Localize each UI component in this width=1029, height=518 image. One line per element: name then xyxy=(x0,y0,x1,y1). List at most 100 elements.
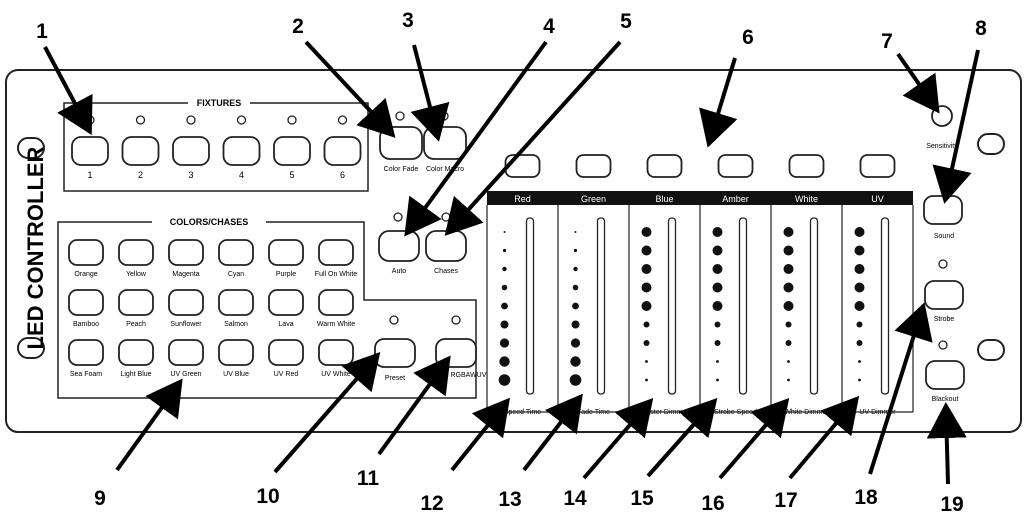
channel-button-blue[interactable] xyxy=(646,154,683,178)
fader-scale-dot xyxy=(712,282,723,293)
fixture-label-1: 1 xyxy=(87,170,92,180)
fixture-button-1[interactable] xyxy=(71,136,109,166)
fader-scale-dot xyxy=(574,231,577,233)
strobe-label: Strobe xyxy=(934,316,955,323)
color-button-purple[interactable] xyxy=(268,239,304,266)
rack-slot-right-top xyxy=(977,133,1005,155)
fader-scale-dot xyxy=(783,264,794,274)
callout-arrow-12 xyxy=(450,397,511,472)
color-button-light-blue[interactable] xyxy=(118,339,154,366)
manual-button[interactable] xyxy=(435,338,477,368)
fader-scale-dot xyxy=(712,227,723,237)
color-button-salmon[interactable] xyxy=(218,289,254,316)
callout-number-1: 1 xyxy=(36,20,48,43)
fader-scale-dot xyxy=(502,248,507,253)
color-button-peach[interactable] xyxy=(118,289,154,316)
fader-track-5[interactable] xyxy=(809,217,819,395)
color-button-orange[interactable] xyxy=(68,239,104,266)
color-fade-button[interactable] xyxy=(379,126,423,160)
callout-arrow-8 xyxy=(932,49,980,204)
strobe-group: Strobe xyxy=(924,259,964,323)
callout-arrow-15 xyxy=(646,398,718,478)
fixture-led-2 xyxy=(135,115,146,125)
chases-button[interactable] xyxy=(425,230,467,262)
fader-scale-dot xyxy=(645,378,648,382)
color-button-magenta[interactable] xyxy=(168,239,204,266)
fixture-label-2: 2 xyxy=(138,170,143,180)
auto-button[interactable] xyxy=(378,230,420,262)
channel-button-white[interactable] xyxy=(788,154,825,178)
blackout-group: Blackout xyxy=(925,340,965,403)
callout-number-2: 2 xyxy=(292,15,304,38)
fixture-button-4[interactable] xyxy=(222,136,261,166)
callout-number-17: 17 xyxy=(774,489,797,512)
fader-track-1[interactable] xyxy=(525,217,535,395)
color-button-yellow[interactable] xyxy=(118,239,154,266)
sound-led xyxy=(938,178,948,188)
preset-button[interactable] xyxy=(374,338,416,368)
color-button-sunflower[interactable] xyxy=(168,289,204,316)
color-label-magenta: Magenta xyxy=(172,271,199,278)
fader-scale-dot xyxy=(712,301,723,311)
callout-number-9: 9 xyxy=(94,487,106,510)
sound-label: Sound xyxy=(934,233,954,240)
fader-track-3[interactable] xyxy=(667,217,677,395)
fixture-button-3[interactable] xyxy=(172,136,210,166)
fixture-button-6[interactable] xyxy=(323,136,362,166)
fader-track-2[interactable] xyxy=(596,217,606,395)
callout-numbers: 1 2 3 4 5 6 7 8 9 10 11 12 13 14 15 16 1… xyxy=(36,9,987,516)
callout-number-3: 3 xyxy=(402,9,414,32)
channel-button-green[interactable] xyxy=(575,154,612,178)
rack-slot-left-top xyxy=(17,137,45,159)
fader-scale-dot xyxy=(572,284,579,291)
fader-scale-dot xyxy=(716,360,719,363)
color-label-sunflower: Sunflower xyxy=(170,321,202,328)
callout-arrow-10 xyxy=(273,351,381,474)
fader-scale-dot xyxy=(783,245,794,256)
fader-scale-dot xyxy=(854,245,865,256)
color-button-sea-foam[interactable] xyxy=(68,339,104,366)
fader-track-4[interactable] xyxy=(738,217,748,395)
callout-arrow-11 xyxy=(377,355,451,456)
strobe-button[interactable] xyxy=(924,280,964,310)
color-label-warm-white: Warm White xyxy=(317,321,355,328)
channel-button-uv[interactable] xyxy=(859,154,896,178)
callout-number-12: 12 xyxy=(420,492,443,515)
color-button-cyan[interactable] xyxy=(218,239,254,266)
blackout-button[interactable] xyxy=(925,360,965,390)
color-macro-button[interactable] xyxy=(423,126,467,160)
color-label-uv-green: UV Green xyxy=(170,371,201,378)
color-label-sea-foam: Sea Foam xyxy=(70,371,102,378)
fader-track-6[interactable] xyxy=(880,217,890,395)
color-button-lava[interactable] xyxy=(268,289,304,316)
channel-button-red[interactable] xyxy=(504,154,541,178)
fixture-button-2[interactable] xyxy=(121,136,160,166)
fader-scale-dot xyxy=(787,360,790,363)
fader-scale-dot xyxy=(854,301,865,311)
color-button-uv-red[interactable] xyxy=(268,339,304,366)
sensitivity-knob[interactable] xyxy=(931,105,953,127)
color-button-uv-white[interactable] xyxy=(318,339,354,366)
color-button-bamboo[interactable] xyxy=(68,289,104,316)
fixture-button-5[interactable] xyxy=(273,136,311,166)
auto-label: Auto xyxy=(392,268,407,275)
fixture-led-5 xyxy=(287,115,297,125)
color-label-full-on-white: Full On White xyxy=(315,271,358,278)
fixture-label-5: 5 xyxy=(289,170,294,180)
fader-scale-dot xyxy=(503,231,506,233)
channel-label-bar xyxy=(487,191,913,205)
color-button-full-on-white[interactable] xyxy=(318,239,354,266)
fixtures-heading: FIXTURES xyxy=(197,98,242,108)
fader-scale-dot xyxy=(573,266,578,272)
color-button-warm-white[interactable] xyxy=(318,289,354,316)
fader-scale-dot xyxy=(502,266,507,272)
callout-number-8: 8 xyxy=(975,17,987,40)
callout-number-5: 5 xyxy=(620,10,632,33)
channel-button-amber[interactable] xyxy=(717,154,754,178)
color-button-uv-blue[interactable] xyxy=(218,339,254,366)
sound-button[interactable] xyxy=(923,195,963,225)
color-button-uv-green[interactable] xyxy=(168,339,204,366)
callout-arrow-5 xyxy=(444,40,622,236)
fader-scale-dot xyxy=(641,264,652,274)
channel-label-uv: UV xyxy=(871,194,884,204)
